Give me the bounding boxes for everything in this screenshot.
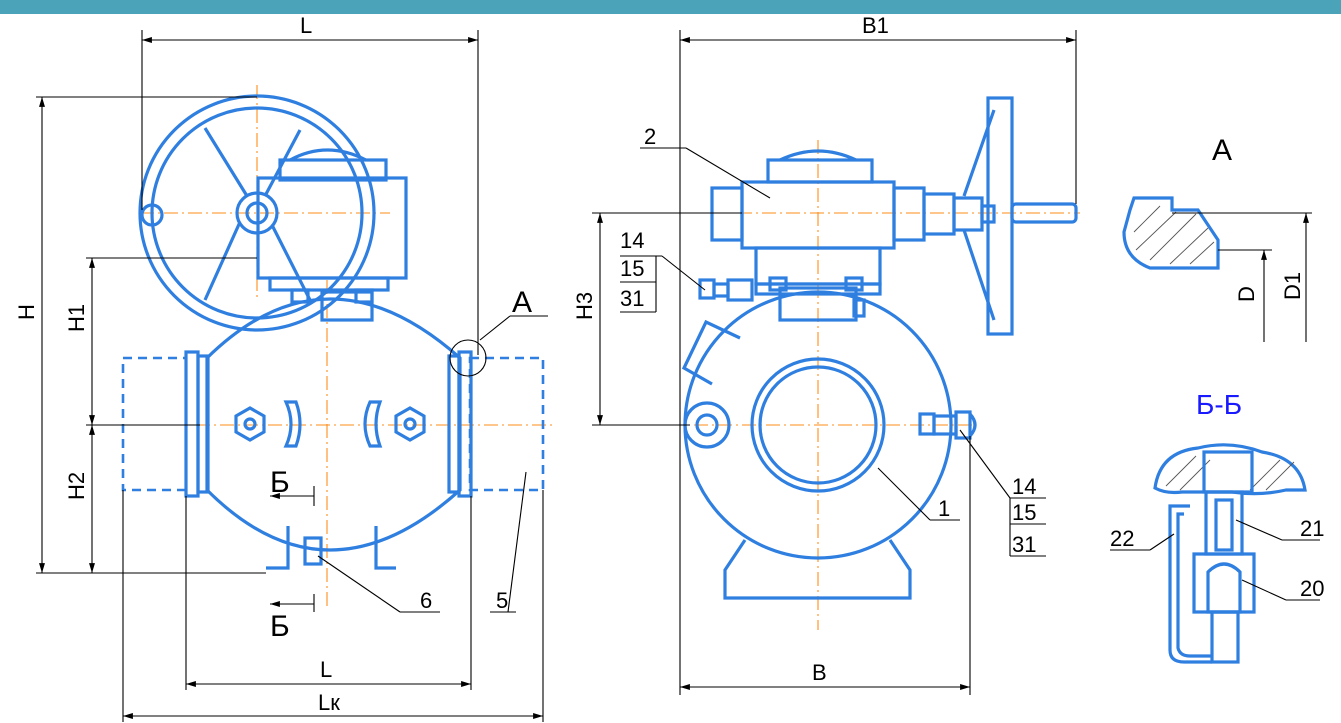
dim-label-h: H xyxy=(14,304,39,320)
callout-left-31: 31 xyxy=(620,286,644,311)
callout-6: 6 xyxy=(420,588,432,613)
callout-right-14: 14 xyxy=(1012,474,1036,499)
callout-left-15: 15 xyxy=(620,256,644,281)
dim-label-b: B xyxy=(812,660,827,685)
callout-5: 5 xyxy=(496,588,508,613)
callout-right-15: 15 xyxy=(1012,500,1036,525)
section-title: Б-Б xyxy=(1196,389,1242,420)
header-bar xyxy=(0,0,1341,14)
side-view xyxy=(670,96,1080,630)
dim-label-d: D xyxy=(1234,286,1259,302)
detail-marker-a: A xyxy=(512,286,532,319)
callout-20: 20 xyxy=(1300,576,1324,601)
front-dimensions xyxy=(36,30,548,722)
detail-a xyxy=(1122,196,1312,342)
section-b-b xyxy=(1110,443,1320,664)
callout-22: 22 xyxy=(1110,526,1134,551)
callout-right-31: 31 xyxy=(1012,532,1036,557)
callout-2: 2 xyxy=(644,124,656,149)
section-mark-top: Б xyxy=(270,466,290,499)
dim-label-b1: B1 xyxy=(862,13,889,38)
dim-label-l-bottom: L xyxy=(320,657,332,682)
callout-21: 21 xyxy=(1300,516,1324,541)
section-mark-bottom: Б xyxy=(270,610,290,643)
dim-label-d1: D1 xyxy=(1280,272,1305,300)
detail-title-a: A xyxy=(1212,134,1232,167)
callout-1: 1 xyxy=(938,496,950,521)
dim-label-lk: Lк xyxy=(318,690,340,715)
dim-label-h1: H1 xyxy=(64,304,89,332)
callout-left-14: 14 xyxy=(620,228,644,253)
side-dimensions xyxy=(592,30,1077,695)
dim-label-h3: H3 xyxy=(572,292,597,320)
dim-label-h2: H2 xyxy=(64,472,89,500)
dim-label-l-top: L xyxy=(300,13,312,38)
front-view xyxy=(100,85,555,610)
